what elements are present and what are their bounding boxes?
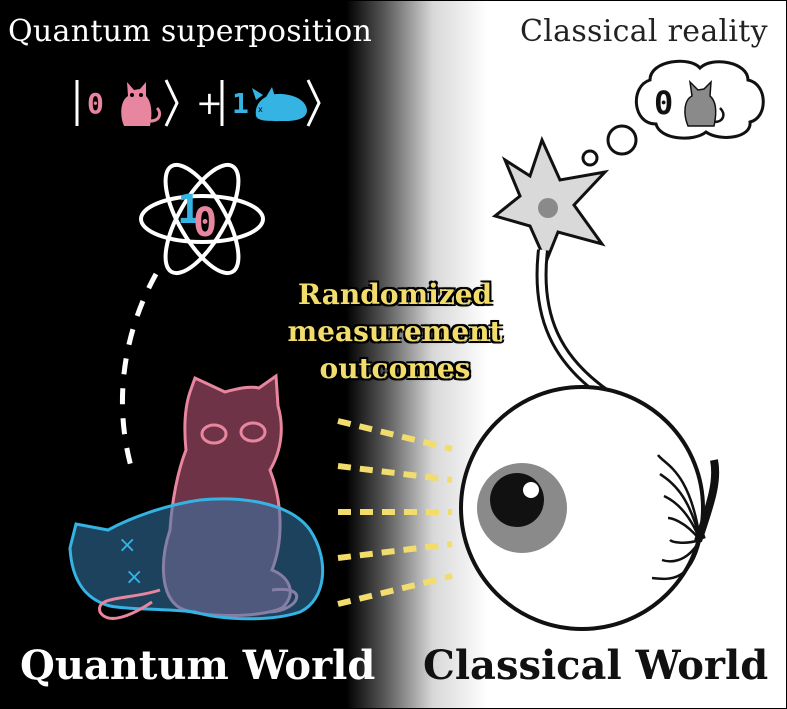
atom-icon [139, 162, 265, 276]
outcomes-label-line3: outcomes [319, 352, 471, 385]
cat-eye-right [239, 421, 267, 443]
svg-text:×: × [125, 565, 143, 590]
ket-one-brackets [220, 79, 321, 127]
classical-world-label: Classical World [423, 642, 769, 689]
thought-cat-icon [684, 79, 725, 127]
ket-zero-brackets [75, 79, 179, 127]
svg-text:×: × [118, 533, 136, 558]
ket-one-digit: 1 [232, 87, 249, 120]
svg-text:x: x [258, 105, 263, 114]
outcomes-label-line1: Randomized [297, 278, 493, 311]
superposed-cats: × × [68, 373, 325, 621]
dead-cat-small-icon: x [252, 87, 307, 122]
pupil [490, 473, 544, 527]
dashed-link [119, 272, 159, 471]
quantum-world-label: Quantum World [20, 642, 376, 689]
eye-icon [459, 385, 720, 631]
thought-digit: 0 [654, 84, 674, 122]
atom-digit-one: 1 [177, 187, 202, 233]
measurement-rays [337, 418, 453, 607]
ket-zero-digit: 0 [87, 87, 104, 120]
quantum-superposition-title: Quantum superposition [8, 14, 373, 49]
ket-plus-sign: + [196, 84, 223, 122]
alive-cat-small-icon [121, 82, 162, 126]
outcomes-label-line2: measurement [287, 315, 503, 348]
cat-eye-left [200, 423, 228, 445]
classical-reality-title: Classical reality [520, 14, 768, 49]
atom-digit-zero: 0 [193, 200, 218, 246]
dead-cat-outline [68, 497, 325, 621]
